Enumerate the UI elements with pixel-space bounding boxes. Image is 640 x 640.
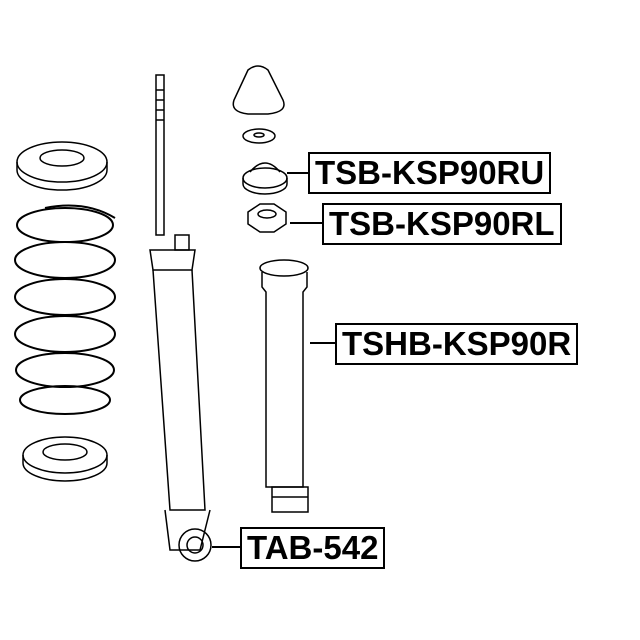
part-label-boot[interactable]: TSHB-KSP90R [335,323,579,365]
part-label-bushing[interactable]: TAB-542 [240,527,386,569]
lower-spring-seat [22,436,108,482]
leader-line-bushing [212,546,242,548]
dust-boot [259,259,309,513]
leader-line-boot [310,342,337,344]
shock-absorber [149,74,212,562]
coil-spring [14,204,116,415]
bump-stopper [232,65,285,144]
leader-line-lower-support [290,222,324,224]
part-label-lower-support[interactable]: TSB-KSP90RL [322,203,562,245]
lower-support [247,203,287,233]
leader-line-upper-support [287,172,310,174]
part-label-upper-support[interactable]: TSB-KSP90RU [308,152,552,194]
upper-support [242,162,288,195]
upper-spring-seat [16,141,108,191]
